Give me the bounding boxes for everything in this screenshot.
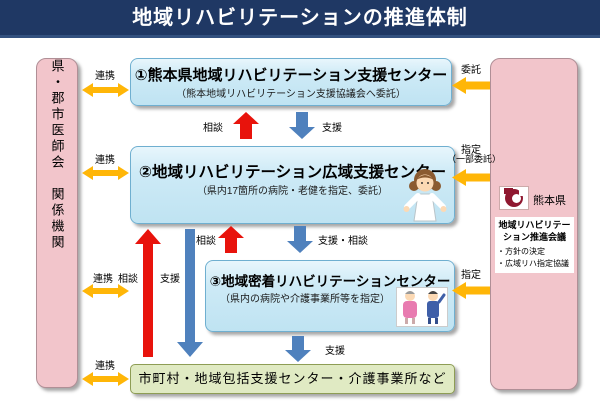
cooperation-label: 連携 — [95, 361, 115, 372]
center-2-title: ②地域リハビリテーション広域支援センター — [138, 164, 447, 181]
page-title: 地域リハビリテーションの推進体制 — [132, 7, 468, 29]
cooperation-arrow-icon — [82, 83, 129, 97]
support-center-box-3: ③地域密着リハビリテーションセンター （県内の病院や介護事業所等を指定） — [205, 260, 455, 332]
tall-consult-arrow-icon — [135, 229, 161, 357]
medical-association-label: 県・郡市医師会 関係機関 — [49, 59, 65, 251]
cooperation-label: 連携 — [95, 155, 115, 166]
support-consult-label: 支援・相談 — [318, 236, 368, 247]
consult-label: 相談 — [118, 274, 138, 285]
center-1-title: ①熊本県地域リハビリテーション支援センター — [134, 67, 448, 84]
support-arrow-icon — [289, 112, 315, 139]
tall-support-arrow-icon — [177, 229, 203, 357]
support-label: 支援 — [325, 346, 345, 357]
kumamoto-logo-box — [499, 186, 529, 210]
kumamoto-pref-bar: 熊本県 地域リハビリテーション推進会議 ・方針の決定 ・広域リハ指定協議 — [490, 58, 578, 390]
consult-label: 相談 — [203, 123, 223, 134]
council-panel: 地域リハビリテーション推進会議 ・方針の決定 ・広域リハ指定協議 — [495, 217, 574, 273]
support-label: 支援 — [160, 274, 180, 285]
cooperation-arrow-icon — [82, 284, 129, 298]
cooperation-label: 連携 — [95, 71, 115, 82]
council-item: ・方針の決定 — [497, 247, 545, 257]
center-2-subtitle: （県内17箇所の病院・老健を指定、委託） — [196, 186, 389, 197]
kumamoto-logo-icon — [504, 188, 525, 207]
consult-arrow-icon — [233, 112, 259, 139]
designation-arrow-icon — [452, 169, 490, 186]
elderly-couple-illustration — [396, 287, 448, 327]
commission-arrow-icon — [452, 77, 490, 94]
municipal-box: 市町村・地域包括支援センター・介護事業所など — [130, 364, 455, 394]
council-title: 地域リハビリテーション推進会議 — [498, 220, 571, 242]
support-arrow-icon — [287, 226, 313, 253]
therapist-illustration — [403, 169, 447, 222]
header-bar: 地域リハビリテーションの推進体制 — [0, 0, 600, 38]
support-center-box-2: ②地域リハビリテーション広域支援センター （県内17箇所の病院・老健を指定、委託… — [130, 146, 455, 224]
designation-label: 指定 — [461, 145, 481, 156]
prefecture-label: 熊本県 — [533, 195, 566, 207]
designation-label: 指定 — [461, 270, 481, 281]
medical-association-bar: 県・郡市医師会 関係機関 — [36, 58, 78, 388]
commission-label: 委託 — [461, 65, 481, 76]
consult-arrow-icon — [218, 226, 244, 253]
cooperation-arrow-icon — [82, 166, 129, 180]
support-center-box-1: ①熊本県地域リハビリテーション支援センター （熊本地域リハビリテーション支援協議… — [130, 58, 452, 106]
center-1-subtitle: （熊本地域リハビリテーション支援協議会へ委託） — [176, 89, 406, 100]
support-arrow-icon — [285, 336, 311, 362]
designation-sub-label: （一部委託） — [447, 154, 502, 164]
designation-arrow-icon — [452, 282, 490, 299]
support-label: 支援 — [322, 123, 342, 134]
cooperation-arrow-icon — [82, 372, 129, 386]
cooperation-label: 連携 — [93, 274, 113, 285]
council-item: ・広域リハ指定協議 — [497, 258, 569, 268]
center-3-title: ③地域密着リハビリテーションセンター — [209, 274, 451, 289]
center-3-subtitle: （県内の病院や介護事業所等を指定） — [220, 294, 390, 305]
consult-label: 相談 — [196, 236, 216, 247]
